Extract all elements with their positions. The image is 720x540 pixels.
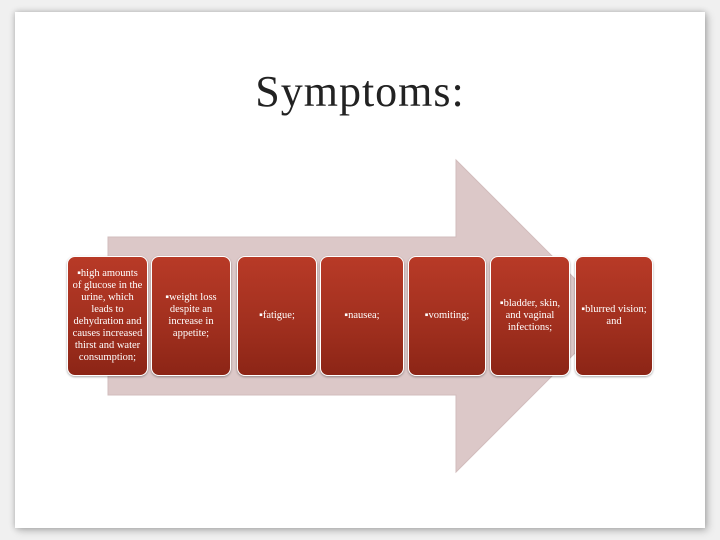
symptom-box-7: ▪blurred vision; and [575, 256, 653, 376]
symptom-text: ▪fatigue; [259, 310, 295, 321]
symptom-box-1: ▪high amounts of glucose in the urine, w… [67, 256, 148, 376]
symptom-text: ▪bladder, skin, and vaginal infections; [499, 298, 561, 333]
symptom-text: ▪vomiting; [424, 310, 470, 321]
symptom-box-2: ▪weight loss despite an increase in appe… [151, 256, 231, 376]
symptom-box-6: ▪bladder, skin, and vaginal infections; [490, 256, 570, 376]
symptom-text: ▪nausea; [344, 310, 380, 321]
symptom-text: ▪blurred vision; and [581, 304, 647, 327]
slide-title: Symptoms: [255, 67, 465, 116]
symptom-text: ▪high amounts of glucose in the urine, w… [72, 268, 143, 363]
symptom-text: ▪weight loss despite an increase in appe… [165, 292, 217, 339]
symptom-box-5: ▪vomiting; [408, 256, 486, 376]
symptom-box-4: ▪nausea; [320, 256, 404, 376]
symptom-box-3: ▪fatigue; [237, 256, 317, 376]
